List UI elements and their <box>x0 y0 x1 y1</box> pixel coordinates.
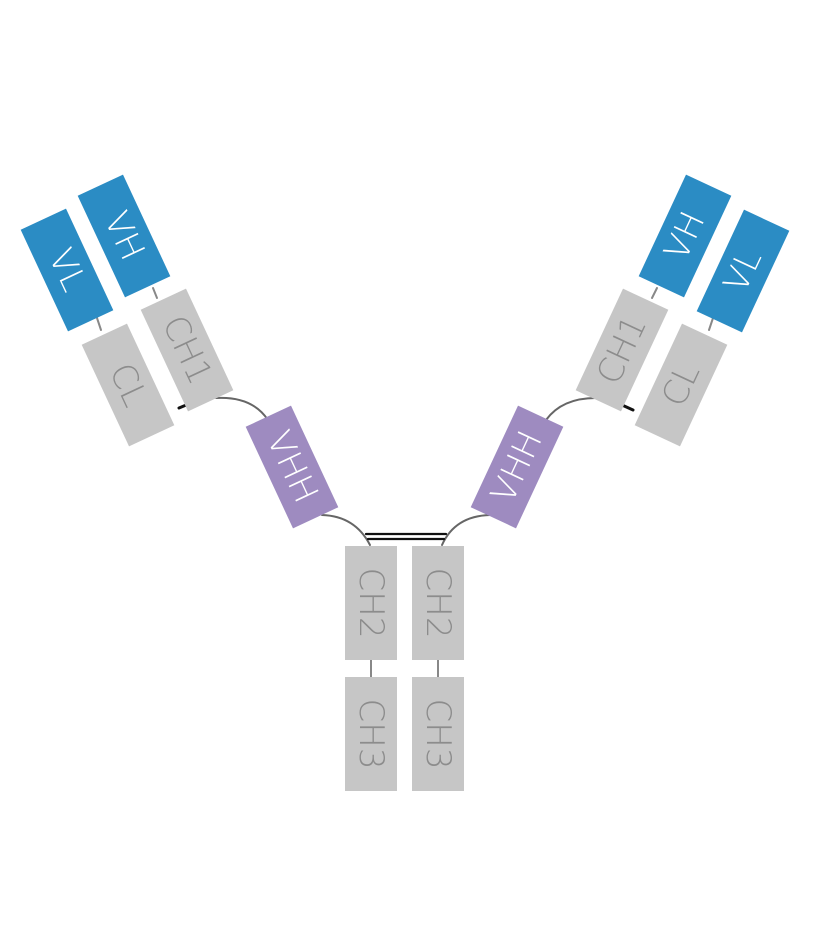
domain-box <box>412 546 464 660</box>
linker-right-vh-ch1 <box>651 287 658 299</box>
domain-right-vl: VL <box>696 209 790 333</box>
domain-label: CH2 <box>351 568 391 639</box>
domain-label: CH3 <box>418 699 458 770</box>
domain-ch2-left: CH2 <box>345 546 397 660</box>
domain-right-cl: CL <box>634 323 728 447</box>
domain-box <box>412 677 464 791</box>
domain-box <box>470 405 564 529</box>
domain-left-ch1: CH1 <box>140 288 234 412</box>
domain-box <box>575 288 669 412</box>
domain-right-vhh: VHH <box>470 405 564 529</box>
domain-box <box>77 174 171 298</box>
domain-ch3-right: CH3 <box>412 677 464 791</box>
linker-right-vl-cl <box>708 317 714 331</box>
connectors <box>96 287 714 679</box>
hinge-right-ch1-vhh <box>545 397 597 421</box>
domain-box <box>20 208 114 332</box>
domain-left-vl: VL <box>20 208 114 332</box>
domain-left-vhh: VHH <box>245 405 339 529</box>
linker-left-vl-cl <box>96 317 102 331</box>
domain-box <box>345 677 397 791</box>
domain-box <box>634 323 728 447</box>
domain-box <box>140 288 234 412</box>
domain-box <box>696 209 790 333</box>
domain-ch3-left: CH3 <box>345 677 397 791</box>
domain-box <box>345 546 397 660</box>
domain-left-cl: CL <box>81 323 175 447</box>
domain-label: CH2 <box>418 568 458 639</box>
domain-box <box>638 174 732 298</box>
disulfide-right-ch1-cl <box>620 403 635 412</box>
domain-ch2-right: CH2 <box>412 546 464 660</box>
domain-label: CH3 <box>351 699 391 770</box>
domain-box <box>81 323 175 447</box>
hinge-left-vhh-ch2 <box>321 514 371 546</box>
hinge-right-vhh-ch2 <box>441 514 491 546</box>
linker-left-vh-ch1 <box>152 287 158 299</box>
hinge-left-ch1-vhh <box>215 396 269 421</box>
domain-box <box>245 405 339 529</box>
